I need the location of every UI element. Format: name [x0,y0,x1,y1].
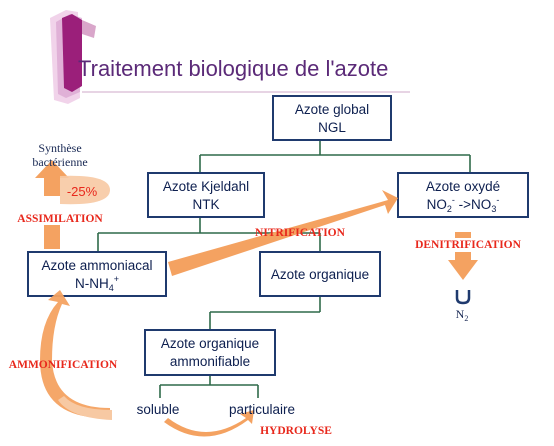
ammonification-arrow [40,290,112,420]
ammoniacal-line1: Azote ammoniacal [41,258,152,273]
n2-symbol: N2 [456,290,471,323]
ntk-line1: Azote Kjeldahl [163,179,249,194]
assimilation-arrow [35,160,110,249]
ngl-line2: NGL [318,120,346,135]
header-ribbon [50,10,410,104]
oxyde-line2: NO2- ->NO3- [427,195,500,214]
nitrification-arrow [168,190,398,276]
percent-label: -25% [67,184,98,199]
denitrification-arrow [448,232,478,280]
n2-label: N2 [456,307,469,323]
ammonifiable-line2: ammonifiable [170,354,250,369]
nitrification-label: NITRIFICATION [255,227,346,239]
box-ntk: Azote Kjeldahl NTK [147,172,265,218]
box-oxyde: Azote oxydé NO2- ->NO3- [397,172,529,218]
ammoniacal-line2: N-NH4+ [75,274,119,293]
synthese-line1: Synthèse [38,141,81,155]
page-title: Traitement biologique de l'azote [78,56,388,81]
synthese-line2: bactérienne [32,155,87,169]
box-ammonifiable: Azote organique ammonifiable [144,329,276,376]
box-organique: Azote organique [259,251,381,297]
box-ngl: Azote global NGL [272,95,392,141]
box-ammoniacal: Azote ammoniacal N-NH4+ [27,251,167,297]
hydrolyse-arrow [164,410,254,437]
ntk-line2: NTK [193,197,220,212]
particulaire-label: particulaire [229,402,295,417]
assimilation-label: ASSIMILATION [17,213,103,225]
ammonification-label: AMMONIFICATION [9,359,118,371]
hydrolyse-label: HYDROLYSE [260,425,332,437]
soluble-label: soluble [137,402,180,417]
ammonifiable-line1: Azote organique [161,336,259,351]
ngl-line1: Azote global [295,102,369,117]
denitrification-label: DENITRIFICATION [415,239,522,251]
organique-line1: Azote organique [271,267,369,282]
oxyde-line1: Azote oxydé [426,179,500,194]
